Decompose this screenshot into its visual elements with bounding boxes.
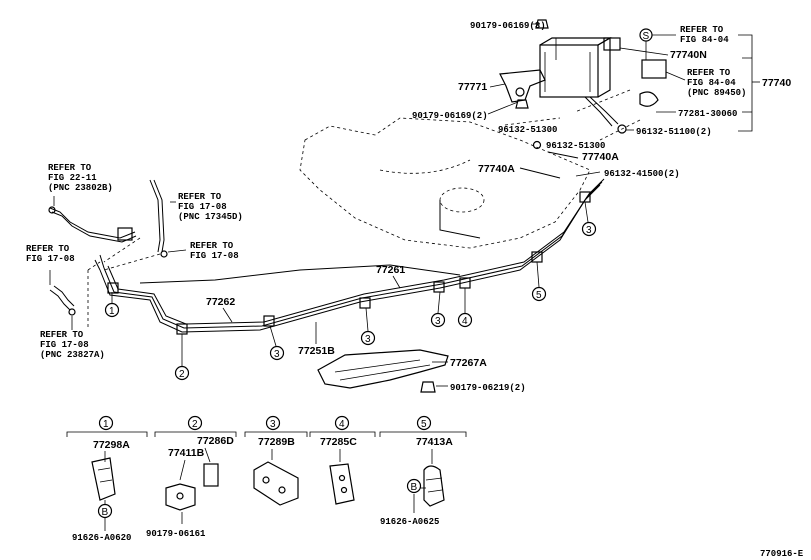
label-90179-06169-3: 90179-06169(3): [470, 21, 546, 31]
svg-text:1: 1: [109, 306, 115, 317]
nut-icon: [535, 19, 549, 29]
refer-fig22-11-line3: (PNC 23802B): [48, 183, 113, 193]
gasket-icon: [617, 124, 627, 134]
svg-text:3: 3: [365, 334, 371, 345]
callout-3a: 3: [269, 325, 285, 361]
clip-icon: [532, 140, 542, 150]
label-96132-51300-a: 96132-51300: [498, 125, 557, 135]
label-77740: 77740: [762, 77, 791, 89]
svg-text:77413A: 77413A: [416, 436, 453, 448]
fuel-hose-left: [49, 285, 76, 316]
canister-bracket: [499, 69, 546, 103]
label-96132-41500-2: 96132-41500(2): [604, 169, 680, 179]
label-77267a: 77267A: [450, 357, 487, 369]
detail-3: 3 77289B: [244, 415, 308, 506]
detail-1: 1 77298A B 91626-A0620: [66, 415, 148, 543]
refer-fig84-04-b-line2: FIG 84-04: [687, 78, 736, 88]
detail-4: 4 77285C: [309, 415, 376, 505]
brake-hose-assembly: [48, 206, 137, 243]
svg-text:1: 1: [103, 419, 109, 430]
refer-fig17-08-b-line2: FIG 17-08: [190, 251, 239, 261]
refer-fig84-04-a-line2: FIG 84-04: [680, 35, 729, 45]
svg-text:3: 3: [270, 419, 276, 430]
svg-text:3: 3: [435, 316, 441, 327]
refer-fig17-08-d-line1: REFER TO: [40, 330, 84, 340]
refer-fig17-08-c-line1: REFER TO: [26, 244, 70, 254]
callout-5: 5: [531, 261, 547, 302]
refer-fig17-08-a-line1: REFER TO: [178, 192, 222, 202]
label-77771: 77771: [458, 81, 487, 93]
svg-text:91626-A0620: 91626-A0620: [72, 533, 131, 543]
detail-2: 2 77286D 77411B 90179-06161: [146, 415, 237, 539]
callout-1: 1: [104, 292, 120, 318]
nut-icon-2: [515, 99, 529, 109]
label-96132-51100-2: 96132-51100(2): [636, 127, 712, 137]
fuel-line-bundle: [94, 178, 605, 333]
svg-text:90179-06161: 90179-06161: [146, 529, 206, 539]
callout-3c: 3: [430, 291, 446, 328]
refer-fig84-04-b-line3: (PNC 89450): [687, 88, 746, 98]
svg-text:5: 5: [536, 290, 542, 301]
vapor-line: [149, 179, 161, 253]
svg-text:2: 2: [192, 419, 198, 430]
refer-fig22-11-line1: REFER TO: [48, 163, 92, 173]
label-77261: 77261: [376, 264, 405, 276]
label-96132-51300-b: 96132-51300: [546, 141, 605, 151]
svg-text:77286D: 77286D: [197, 435, 234, 447]
fuel-tank-outline: [299, 117, 591, 249]
callout-4: 4: [457, 288, 473, 328]
label-90179-06219-2: 90179-06219(2): [450, 383, 526, 393]
svg-text:91626-A0625: 91626-A0625: [380, 517, 439, 527]
callout-s-label: S: [643, 31, 650, 42]
svg-text:4: 4: [462, 316, 468, 327]
label-90179-06169-2: 90179-06169(2): [412, 111, 488, 121]
refer-fig22-11-line2: FIG 22-11: [48, 173, 97, 183]
callout-3b: 3: [360, 307, 376, 346]
label-77740a-a: 77740A: [582, 151, 619, 163]
refer-fig84-04-b-line1: REFER TO: [687, 68, 731, 78]
refer-fig17-08-d-line2: FIG 17-08: [40, 340, 89, 350]
filler-pipe: [439, 200, 481, 239]
svg-text:3: 3: [274, 349, 280, 360]
nut-icon-3: [420, 381, 436, 393]
refer-fig17-08-c-line2: FIG 17-08: [26, 254, 75, 264]
detail-5: 5 77413A B 91626-A0625: [379, 415, 467, 527]
clamp-markers: [107, 191, 591, 335]
refer-fig17-08-a-line2: FIG 17-08: [178, 202, 227, 212]
svg-text:3: 3: [586, 225, 592, 236]
label-77281-30060: 77281-30060: [678, 109, 737, 119]
callout-2: 2: [174, 334, 190, 381]
refer-fig17-08-a-line3: (PNC 17345D): [178, 212, 243, 222]
svg-text:B: B: [411, 482, 418, 493]
charcoal-canister: [539, 36, 667, 127]
svg-text:77411B: 77411B: [168, 447, 205, 459]
svg-text:77298A: 77298A: [93, 439, 130, 451]
label-77251b: 77251B: [298, 345, 335, 357]
svg-text:2: 2: [179, 369, 185, 380]
fuel-line-upper: [139, 264, 461, 284]
label-77740n: 77740N: [670, 49, 707, 61]
refer-fig17-08-b-line1: REFER TO: [190, 241, 234, 251]
callout-3d: 3: [581, 201, 597, 237]
tank-protector: [317, 349, 449, 389]
svg-text:4: 4: [339, 419, 345, 430]
label-77262: 77262: [206, 296, 235, 308]
svg-text:5: 5: [421, 419, 427, 430]
svg-text:B: B: [102, 507, 109, 518]
svg-text:77289B: 77289B: [258, 436, 295, 448]
figure-code: 770916-E: [760, 549, 804, 559]
label-77740a-b: 77740A: [478, 163, 515, 175]
refer-fig84-04-a-line1: REFER TO: [680, 25, 724, 35]
refer-fig17-08-d-line3: (PNC 23827A): [40, 350, 105, 360]
svg-text:77285C: 77285C: [320, 436, 357, 448]
